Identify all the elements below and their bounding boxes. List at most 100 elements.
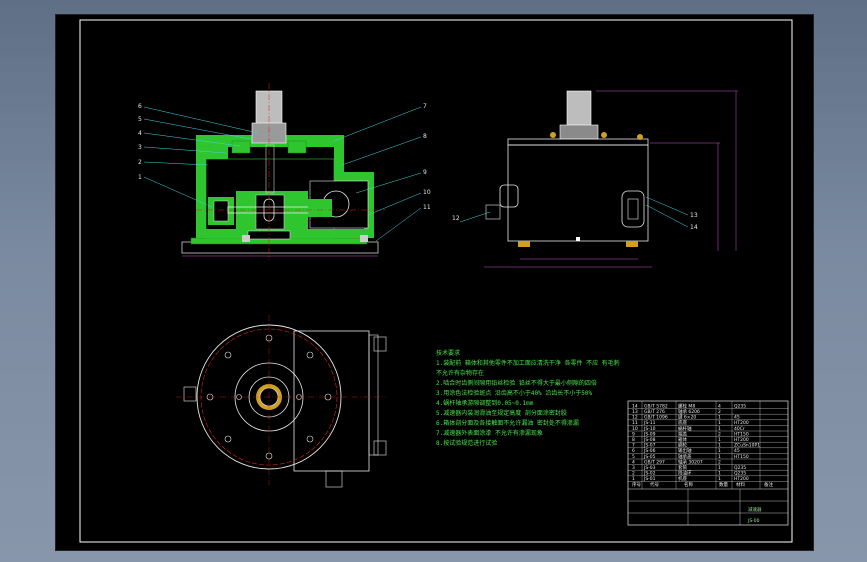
parts-row-code: JS-11 (643, 420, 656, 426)
parts-row-mat: HT150 (734, 431, 749, 437)
parts-row-mat: 45 (734, 448, 740, 454)
parts-row-code: JS-03 (643, 465, 656, 471)
front-label-9: 9 (423, 169, 427, 176)
parts-row-qty: 1 (718, 471, 721, 477)
parts-row-qty: 2 (718, 409, 721, 415)
top-view (176, 315, 387, 488)
parts-row-qty: 1 (718, 415, 721, 421)
parts-row-mat: 40Cr (734, 426, 745, 432)
parts-row-code: JS-07 (643, 443, 656, 449)
tb-header-name: 名称 (684, 481, 693, 488)
parts-row-name: 轴承盖 (678, 453, 692, 460)
parts-row-qty: 1 (718, 420, 721, 426)
side-label-14: 14 (690, 224, 698, 231)
parts-row-no: 2 (632, 471, 635, 477)
parts-row-mat: HT150 (734, 454, 749, 460)
front-label-2: 2 (138, 159, 142, 166)
parts-row-code: GB/T 297 (644, 459, 665, 465)
parts-row-name: 机座 (678, 475, 687, 482)
parts-row-qty: 1 (718, 437, 721, 443)
front-label-8: 8 (423, 133, 427, 140)
parts-row-qty: 2 (718, 431, 721, 437)
parts-row-mat: ZCuSn10P1 (734, 443, 760, 449)
parts-row-no: 9 (632, 431, 635, 437)
parts-row-no: 8 (632, 437, 635, 443)
note-line-9: 8.按试验规范进行试验 (436, 439, 497, 447)
parts-row-mat: HT200 (734, 420, 749, 426)
parts-row-no: 13 (632, 409, 638, 415)
front-label-6: 6 (138, 103, 142, 110)
front-view: 6 5 4 3 2 1 7 8 9 10 11 (138, 83, 431, 260)
drawing-number: JS-00 (747, 518, 760, 524)
parts-row-no: 5 (632, 454, 635, 460)
note-line-1: 1.装配前 箱体和其他零件不加工面应清洗干净 各零件 不应 有毛刺 (436, 359, 620, 367)
front-label-10: 10 (423, 189, 431, 196)
parts-row-name: 蜗杆轴 (678, 425, 692, 432)
parts-row-no: 11 (632, 420, 638, 426)
parts-row-code: GB/T 1096 (644, 415, 668, 421)
parts-row-qty: 1 (718, 448, 721, 454)
technical-notes: 技术要求 1.装配前 箱体和其他零件不加工面应清洗干净 各零件 不应 有毛刺 不… (436, 349, 620, 447)
note-line-6: 5.减速器内装润滑油至规定高度 剖分面涂密封胶 (436, 409, 567, 417)
parts-row-name: 轴承 6206 (678, 408, 700, 415)
parts-row-name: 螺栓 M8 (678, 402, 695, 409)
parts-row-code: JS-10 (643, 426, 656, 432)
parts-row-no: 1 (632, 476, 635, 482)
parts-row-name: 套筒 (678, 464, 687, 471)
cad-drawing: 6 5 4 3 2 1 7 8 9 10 11 (79, 19, 793, 543)
parts-row-no: 12 (632, 415, 638, 421)
parts-row-code: JS-01 (643, 476, 656, 482)
note-line-8: 7.减速器外表面涂漆 不允许有渗漏现象 (436, 429, 543, 437)
parts-row-name: 挡油环 (678, 470, 692, 477)
parts-row-qty: 1 (718, 443, 721, 449)
front-label-11: 11 (423, 204, 431, 211)
parts-row-qty: 1 (718, 454, 721, 460)
tb-header-qty: 数量 (719, 481, 728, 488)
note-line-7: 6.箱体剖分面及各接触面不允许漏油 密封处不得渗漏 (436, 419, 579, 427)
front-label-1: 1 (138, 174, 142, 181)
note-line-3: 2.啮合时齿侧间隙用铅丝检验 铅丝不得大于最小侧隙的四倍 (436, 379, 597, 387)
side-label-13: 13 (690, 212, 698, 219)
parts-row-code: GB/T 5782 (644, 403, 668, 409)
parts-row-no: 7 (632, 443, 635, 449)
parts-row-mat: Q235 (734, 465, 746, 471)
parts-row-mat: HT200 (734, 476, 749, 482)
note-title: 技术要求 (436, 349, 460, 357)
front-label-5: 5 (138, 116, 142, 123)
side-label-12: 12 (452, 215, 460, 222)
parts-row-code: JS-06 (643, 448, 656, 454)
tb-header-code: 代号 (650, 481, 659, 488)
parts-row-no: 6 (632, 448, 635, 454)
parts-row-qty: 1 (718, 426, 721, 432)
parts-row-code: GB/T 276 (644, 409, 665, 415)
parts-row-name: 端盖 (678, 430, 687, 437)
side-view: 12 13 14 (452, 90, 738, 268)
note-line-2: 不允许有杂物存在 (436, 369, 484, 377)
parts-row-no: 4 (632, 459, 635, 465)
parts-row-no: 14 (632, 403, 638, 409)
parts-row-mat: HT200 (734, 437, 749, 443)
tb-header-no: 序号 (632, 481, 641, 488)
parts-row-code: JS-05 (643, 454, 656, 460)
parts-row-qty: 1 (718, 465, 721, 471)
cad-viewport[interactable]: 6 5 4 3 2 1 7 8 9 10 11 (55, 14, 814, 551)
note-line-5: 4.蜗杆轴承游隙调整到0.05~0.1mm (436, 399, 534, 407)
parts-row-mat: Q235 (734, 471, 746, 477)
parts-row-name: 键 6×20 (678, 414, 696, 421)
note-line-4: 3.用涂色法检验斑点 沿齿高不小于40% 沿齿长不小于50% (436, 389, 593, 397)
tb-header-note: 备注 (764, 481, 773, 488)
parts-row-qty: 1 (718, 476, 721, 482)
parts-row-code: JS-02 (643, 471, 656, 477)
parts-row-code: JS-08 (643, 437, 656, 443)
tb-header-mat: 材料 (736, 481, 745, 488)
parts-row-name: 输出轴 (678, 447, 692, 454)
parts-row-no: 10 (632, 426, 638, 432)
drawing-title: 减速器 (748, 506, 762, 513)
parts-row-code: JS-09 (643, 431, 656, 437)
front-label-3: 3 (138, 144, 142, 151)
parts-row-name: 箱体 (678, 436, 687, 443)
parts-row-mat: 45 (734, 415, 740, 421)
parts-row-name: 底座 (678, 419, 687, 426)
parts-row-name: 轴承 30207 (678, 458, 703, 465)
